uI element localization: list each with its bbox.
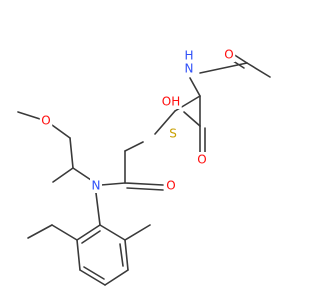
ring-bond-1 [99,224,126,241]
ring-bond-2-inner [119,243,124,267]
bond-sulfur-to-ch2 [124,141,144,152]
atom-label-background [160,94,182,109]
ring-bond-6-inner [81,230,101,244]
bond-amide-carbonyl-double-b [126,187,164,191]
atom-label-amide-carbonyl-oxygen: O [166,179,175,193]
ring-bond-3 [104,269,129,286]
molecule-structure-canvas: O N H OH O S O N O [17,47,271,286]
bond-amide-carbon-to-n [100,182,126,186]
bond-ring-to-ethyl-ch2 [51,224,78,241]
bond-layer [17,53,271,286]
atom-label-amide-hydrogen: H [184,49,193,63]
atom-label-background [167,126,179,141]
atom-label-acid-hydroxyl: OH [162,95,180,109]
atom-label-background [182,48,196,63]
atom-label-thioether-sulfur: S [169,127,177,141]
atom-label-amide-nitrogen-tertiary: N [92,179,101,193]
atom-label-background [164,178,178,193]
atom-label-background [222,47,236,62]
bond-ch-to-methyl [52,167,74,183]
atom-label-background [90,178,102,193]
bond-ethyl-ch2-to-ch3 [27,224,53,239]
ring-bond-4-inner [83,266,105,280]
atom-label-background [195,152,209,167]
atom-label-background [183,61,195,76]
bond-acetyl-to-nh [199,62,248,74]
bond-ether-o-to-methyl [17,111,41,120]
bond-ch2-to-ether-o [51,124,71,139]
bond-ch2-to-sulfur [154,110,176,135]
atom-label-layer: O N H OH O S O N O [39,47,236,193]
atom-label-acetyl-oxygen: O [224,48,233,62]
bond-n-to-aryl [95,192,101,226]
bond-ch-to-ch2 [69,137,74,169]
bond-amide-carbonyl-double-a [124,182,164,186]
ring-bond-4 [79,269,106,286]
bond-acetyl-methyl [246,62,271,78]
bond-nh-to-alpha-c [189,77,201,97]
atom-label-ether-oxygen: O [41,114,50,128]
bond-acetyl-carbonyl-double-a [232,53,248,64]
bond-n-to-ch [72,167,92,181]
atom-label-background [39,113,53,128]
atom-label-amide-nitrogen: N [185,62,194,76]
ring-bond-2 [124,239,129,271]
bond-carboxyl-to-oh [183,111,201,127]
ring-bond-6 [76,224,101,241]
ring-bond-5 [76,239,81,271]
bond-ring-to-methyl [124,224,151,241]
atom-label-acid-carbonyl-oxygen: O [197,153,206,167]
